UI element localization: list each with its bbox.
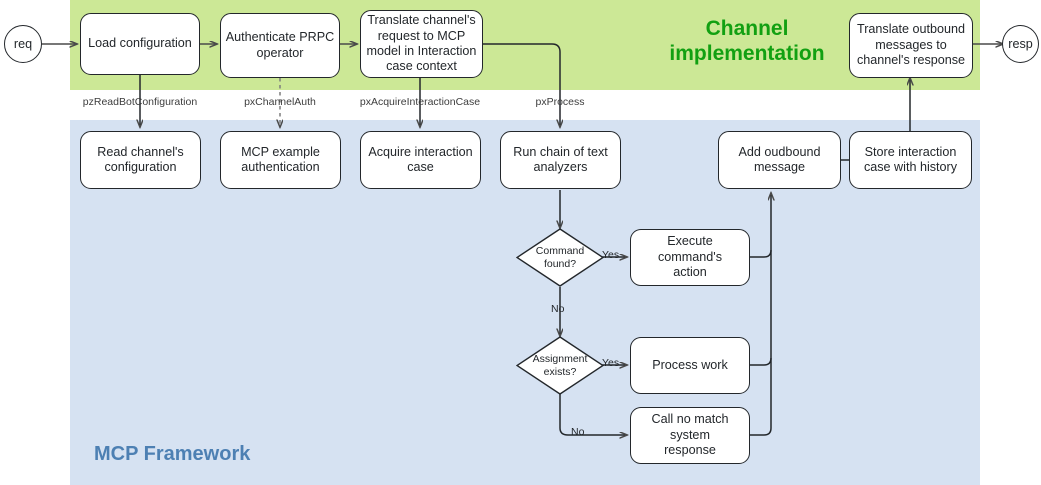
node-execute-commands-action[interactable]: Execute command's action (630, 229, 750, 286)
api-label-px-process: pxProcess (535, 96, 585, 108)
decision-assignment-exists-label: Assignment exists? (532, 352, 588, 378)
edge-label-assignment-exists-yes: Yes (602, 357, 620, 369)
node-run-chain-of-text-analyzers[interactable]: Run chain of text analyzers (500, 131, 621, 189)
endpoint-req: req (4, 25, 42, 63)
node-authenticate-prpc-operator[interactable]: Authenticate PRPC operator (220, 13, 340, 78)
edge-label-assignment-exists-no: No (571, 426, 585, 438)
diamond-shape-assignment-exists (516, 336, 604, 395)
lane-title-mcp-framework: MCP Framework (94, 443, 251, 465)
api-label-pz-read-bot-configuration: pzReadBotConfiguration (82, 96, 198, 108)
api-label-px-acquire-interaction-case: pxAcquireInteractionCase (359, 96, 481, 108)
api-label-px-channel-auth: pxChannelAuth (244, 96, 316, 108)
lane-title-channel-implementation: Channel implementation (669, 17, 825, 65)
edge-label-command-found-no: No (551, 303, 565, 315)
decision-command-found-label: Command found? (535, 244, 585, 270)
node-translate-request[interactable]: Translate channel's request to MCP model… (360, 10, 483, 78)
node-mcp-example-authentication[interactable]: MCP example authentication (220, 131, 341, 189)
edge-label-command-found-yes: Yes (602, 249, 620, 261)
node-add-outbound-message[interactable]: Add oudbound message (718, 131, 841, 189)
node-call-no-match-system-response[interactable]: Call no match system response (630, 407, 750, 464)
node-store-interaction-case[interactable]: Store interaction case with history (849, 131, 972, 189)
node-acquire-interaction-case[interactable]: Acquire interaction case (360, 131, 481, 189)
node-process-work[interactable]: Process work (630, 337, 750, 394)
node-translate-outbound[interactable]: Translate outbound messages to channel's… (849, 13, 973, 78)
decision-command-found[interactable]: Command found? (516, 228, 604, 287)
diamond-shape-command-found (516, 228, 604, 287)
decision-assignment-exists[interactable]: Assignment exists? (516, 336, 604, 395)
node-read-channel-configuration[interactable]: Read channel's configuration (80, 131, 201, 189)
node-load-configuration[interactable]: Load configuration (80, 13, 200, 75)
endpoint-resp: resp (1002, 25, 1039, 63)
